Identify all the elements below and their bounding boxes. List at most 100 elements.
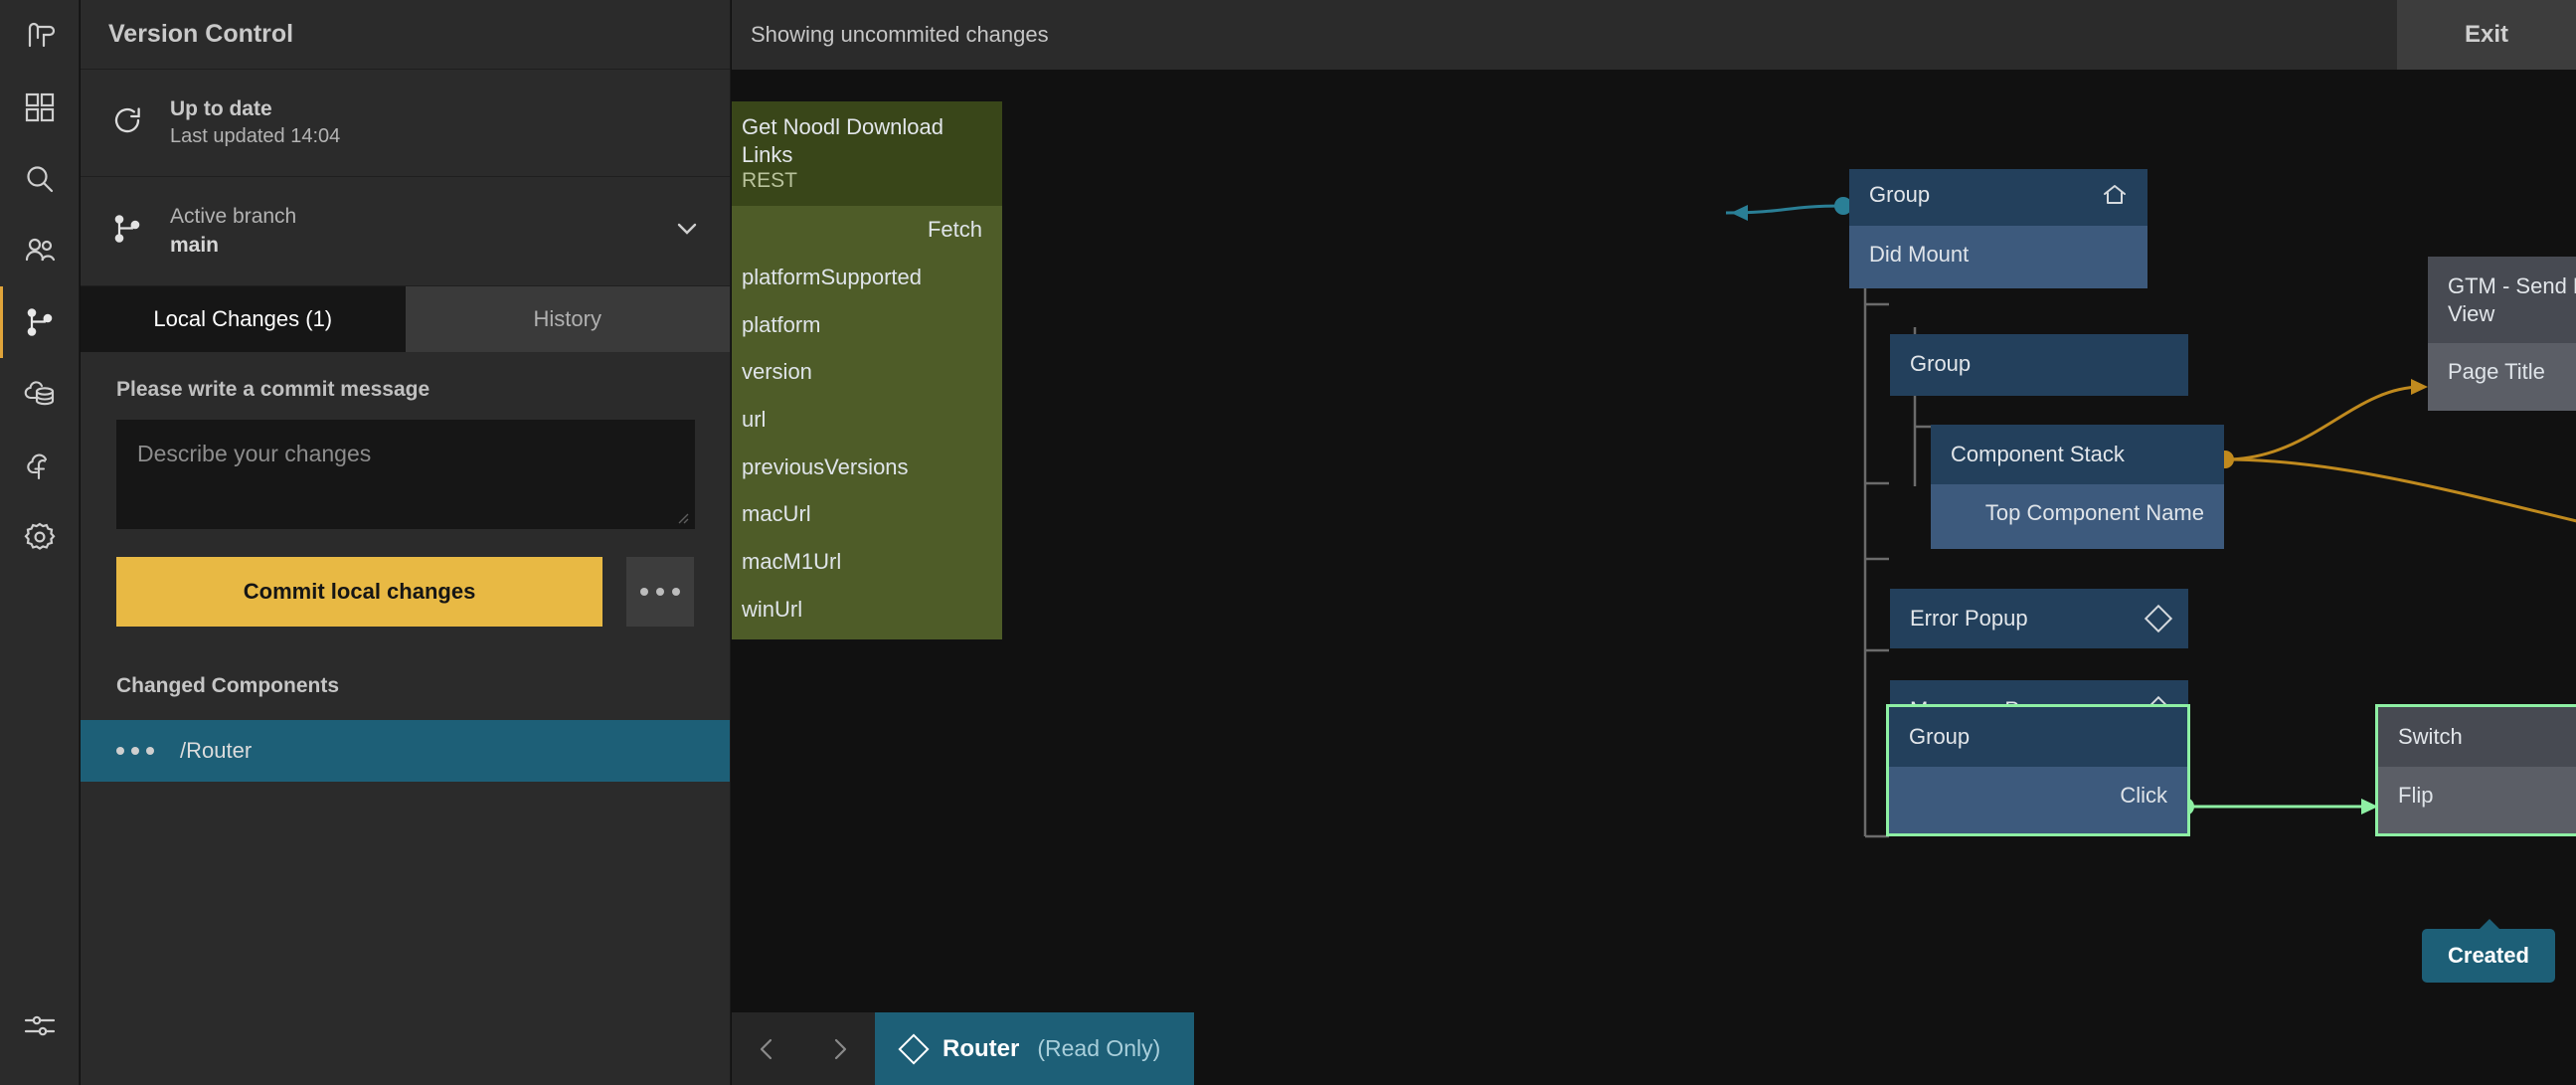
- changed-component-row[interactable]: /Router: [81, 720, 730, 782]
- active-branch-text: Active branch main: [170, 203, 646, 260]
- sync-status-row[interactable]: Up to date Last updated 14:04: [81, 70, 730, 177]
- port-macUrl[interactable]: macUrl: [732, 490, 1002, 538]
- search-icon[interactable]: [0, 143, 80, 215]
- node-gtm-send-page-view[interactable]: GTM - Send Page View Page Title Send: [2428, 257, 2576, 411]
- dot: [131, 747, 139, 755]
- node-title: Component Stack: [1951, 441, 2125, 468]
- port-click[interactable]: Click: [1889, 767, 2187, 834]
- port-top-component-name[interactable]: Top Component Name: [1931, 484, 2224, 550]
- node-group-second[interactable]: Group: [1890, 334, 2188, 396]
- node-body: Click: [1889, 767, 2187, 834]
- active-branch-label: Active branch: [170, 203, 646, 231]
- tab-history[interactable]: History: [406, 286, 731, 352]
- sidebar-item-version-control[interactable]: [0, 286, 80, 358]
- node-body: Flip: [2378, 767, 2576, 834]
- gear-icon[interactable]: [0, 501, 80, 573]
- node-title: Error Popup: [1910, 605, 2028, 633]
- port-fetch[interactable]: Fetch: [732, 206, 1002, 254]
- node-header: Switch: [2378, 707, 2576, 767]
- commit-area: Please write a commit message Describe y…: [81, 352, 730, 627]
- node-title: Group: [1909, 723, 1970, 751]
- dot: [672, 588, 680, 596]
- node-title: Group: [1869, 181, 1930, 209]
- users-icon[interactable]: [0, 215, 80, 286]
- changed-component-name: /Router: [180, 738, 252, 764]
- resize-grip-icon[interactable]: [673, 508, 689, 524]
- row-more-icon[interactable]: [116, 747, 154, 755]
- chevron-down-icon[interactable]: [672, 214, 702, 249]
- version-control-panel: Version Control Up to date Last updated …: [81, 0, 731, 1085]
- node-rest-get-noodl-download-links[interactable]: Get Noodl Download Links REST Fetch plat…: [732, 101, 1002, 639]
- node-title: GTM - Send Page View: [2448, 272, 2576, 327]
- rail-top-group: [0, 0, 80, 573]
- node-header: Get Noodl Download Links REST: [732, 101, 1002, 206]
- changed-components-heading: Changed Components: [81, 627, 730, 720]
- port-label: url: [742, 405, 766, 435]
- components-grid-icon[interactable]: [0, 72, 80, 143]
- chevron-right-icon[interactable]: [809, 1012, 869, 1085]
- commit-message-placeholder: Describe your changes: [137, 441, 371, 467]
- node-graph-canvas[interactable]: Get Noodl Download Links REST Fetch plat…: [732, 71, 2576, 1085]
- sync-status-subtitle: Last updated 14:04: [170, 123, 340, 150]
- node-group-click[interactable]: Group Click: [1889, 707, 2187, 833]
- port-label: version: [742, 357, 812, 387]
- panel-title: Version Control: [81, 0, 730, 70]
- node-title: Get Noodl Download Links: [742, 113, 982, 168]
- port-platformSupported[interactable]: platformSupported: [732, 254, 1002, 301]
- port-label: platform: [742, 310, 820, 340]
- breadcrumb-item-router[interactable]: Router (Read Only): [875, 1012, 1194, 1085]
- commit-more-options-button[interactable]: [626, 557, 694, 627]
- port-label: winUrl: [742, 595, 802, 625]
- breadcrumb: Router (Read Only): [732, 1012, 1194, 1085]
- active-branch-row[interactable]: Active branch main: [81, 177, 730, 286]
- node-component-stack[interactable]: Component Stack Top Component Name: [1931, 425, 2224, 549]
- port-label: Click: [2120, 781, 2167, 811]
- port-did-mount[interactable]: Did Mount: [1849, 226, 2147, 289]
- active-branch-name: main: [170, 232, 646, 260]
- node-body: Fetch platformSupported platform version…: [732, 206, 1002, 639]
- port-version[interactable]: version: [732, 348, 1002, 396]
- node-title: Switch: [2398, 723, 2463, 751]
- created-badge: Created: [2422, 929, 2555, 983]
- port-url[interactable]: url: [732, 396, 1002, 444]
- port-winUrl[interactable]: winUrl: [732, 586, 1002, 640]
- uncommitted-changes-message: Showing uncommited changes: [732, 22, 2397, 48]
- branch-icon: [110, 212, 144, 251]
- node-header: Group: [1890, 334, 2188, 396]
- port-macM1Url[interactable]: macM1Url: [732, 538, 1002, 586]
- node-title: Group: [1910, 350, 1971, 378]
- port-label: macUrl: [742, 499, 811, 529]
- port-gtm-row[interactable]: Page Title Send: [2428, 343, 2576, 411]
- breadcrumb-name: Router: [943, 1035, 1019, 1063]
- commit-local-changes-button[interactable]: Commit local changes: [116, 557, 602, 627]
- node-error-popup[interactable]: Error Popup: [1890, 589, 2188, 648]
- dot: [116, 747, 124, 755]
- node-body: Page Title Send: [2428, 343, 2576, 411]
- port-label-in: Page Title: [2448, 357, 2545, 387]
- cloud-functions-icon[interactable]: [0, 430, 80, 501]
- port-label: Flip: [2398, 781, 2433, 811]
- chevron-left-icon[interactable]: [738, 1012, 797, 1085]
- node-switch[interactable]: Switch Flip: [2378, 707, 2576, 833]
- node-subtitle: REST: [742, 168, 797, 194]
- port-flip[interactable]: Flip: [2378, 767, 2576, 834]
- port-label: Top Component Name: [1985, 498, 2204, 528]
- noodl-logo-icon[interactable]: [0, 0, 80, 72]
- refresh-icon: [110, 103, 144, 142]
- graph-edges: [732, 71, 2576, 1085]
- port-label: Did Mount: [1869, 240, 1969, 270]
- dot: [640, 588, 648, 596]
- node-header: Component Stack: [1931, 425, 2224, 484]
- exit-button[interactable]: Exit: [2397, 0, 2576, 70]
- port-platform[interactable]: platform: [732, 301, 1002, 349]
- node-header: Group: [1889, 707, 2187, 767]
- port-label: platformSupported: [742, 263, 922, 292]
- node-group-root[interactable]: Group Did Mount: [1849, 169, 2147, 288]
- tab-local-changes[interactable]: Local Changes (1): [81, 286, 406, 352]
- sliders-icon[interactable]: [0, 990, 80, 1061]
- port-previousVersions[interactable]: previousVersions: [732, 444, 1002, 491]
- commit-message-input[interactable]: Describe your changes: [116, 420, 695, 529]
- cloud-database-icon[interactable]: [0, 358, 80, 430]
- port-label: previousVersions: [742, 452, 909, 482]
